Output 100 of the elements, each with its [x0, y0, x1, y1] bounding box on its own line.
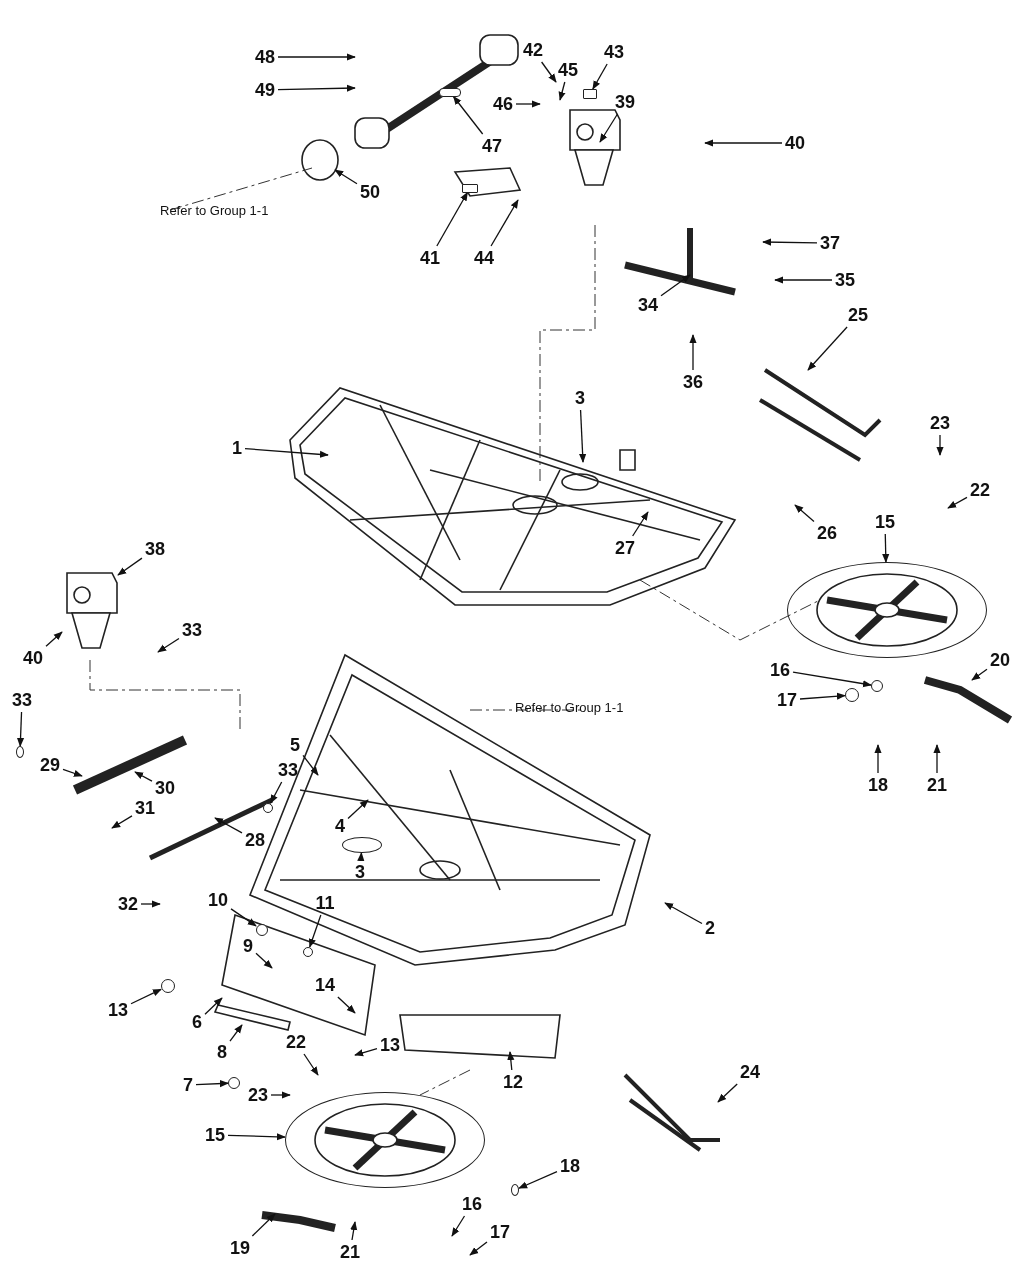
callout-number: 4 [334, 816, 346, 836]
leader-line [704, 139, 783, 147]
leader-line [270, 1091, 291, 1099]
callout-number: 8 [216, 1042, 228, 1062]
callout-number: 17 [489, 1222, 511, 1242]
callout-number: 31 [134, 798, 156, 818]
callout-number: 15 [874, 512, 896, 532]
callout-number: 49 [254, 80, 276, 100]
leader-line [134, 771, 153, 782]
leader-line [579, 409, 587, 463]
callout-number: 48 [254, 47, 276, 67]
callout-number: 35 [834, 270, 856, 290]
shaft-tube [439, 87, 461, 97]
bracket-part [583, 89, 597, 99]
callout-number: 19 [229, 1238, 251, 1258]
leader-line [227, 1133, 286, 1141]
leader-line [518, 1171, 558, 1189]
callout-number: 13 [107, 1000, 129, 1020]
callout-number: 6 [191, 1012, 203, 1032]
callout-number: 27 [614, 538, 636, 558]
leader-line [214, 817, 243, 834]
leader-line [334, 169, 358, 185]
callout-number: 29 [39, 755, 61, 775]
leader-line [277, 53, 356, 61]
callout-number: 21 [926, 775, 948, 795]
leader-line [303, 1053, 319, 1076]
leader-line [660, 274, 691, 297]
bolt-head [161, 979, 175, 993]
reference-note: Refer to Group 1-1 [515, 700, 624, 715]
callout-number: 28 [244, 830, 266, 850]
callout-number: 33 [11, 690, 33, 710]
reference-note: Refer to Group 1-1 [160, 203, 269, 218]
leader-line [357, 852, 365, 862]
leader-line [451, 1215, 466, 1237]
leader-line [874, 744, 882, 774]
callout-number: 34 [637, 295, 659, 315]
callout-number: 46 [492, 94, 514, 114]
leader-line [62, 768, 83, 777]
callout-number: 45 [557, 60, 579, 80]
leader-line [337, 996, 356, 1014]
leader-line [762, 238, 818, 246]
leader-line [350, 1221, 358, 1241]
callout-number: 38 [144, 539, 166, 559]
leader-line [799, 692, 846, 700]
callout-number: 16 [461, 1194, 483, 1214]
callout-number: 14 [314, 975, 336, 995]
leader-line [794, 504, 815, 523]
callout-number: 16 [769, 660, 791, 680]
leader-line [774, 276, 833, 284]
callout-number: 50 [359, 182, 381, 202]
leader-line [277, 84, 356, 92]
leader-line [204, 997, 223, 1015]
callout-number: 20 [989, 650, 1011, 670]
callout-number: 25 [847, 305, 869, 325]
callout-number: 33 [181, 620, 203, 640]
leader-line [45, 631, 63, 647]
nut-part [871, 680, 883, 692]
leader-line [244, 447, 329, 458]
callout-number: 44 [473, 248, 495, 268]
callout-number: 10 [207, 890, 229, 910]
callout-number: 18 [559, 1156, 581, 1176]
leader-line [947, 496, 968, 509]
leader-line [251, 1213, 276, 1237]
leader-line [807, 326, 848, 371]
callout-number: 17 [776, 690, 798, 710]
leader-line [558, 81, 566, 101]
shield-part [462, 183, 478, 193]
leader-line [933, 744, 941, 774]
leader-line [140, 900, 161, 908]
callout-number: 22 [969, 480, 991, 500]
callout-number: 41 [419, 248, 441, 268]
leader-line [882, 533, 890, 563]
leader-line [592, 63, 608, 90]
leader-line [309, 914, 322, 948]
callout-number: 26 [816, 523, 838, 543]
leader-line [436, 191, 469, 247]
callout-number: 11 [314, 893, 336, 913]
leader-line [130, 988, 162, 1005]
callout-number: 5 [289, 735, 301, 755]
callout-number: 2 [704, 918, 716, 938]
callout-number: 37 [819, 233, 841, 253]
pin-part [16, 746, 24, 758]
leader-line [792, 671, 872, 688]
callout-number: 43 [603, 42, 625, 62]
callout-number: 39 [614, 92, 636, 112]
leader-line [157, 637, 180, 653]
callout-number: 3 [574, 388, 586, 408]
leader-line [490, 199, 519, 247]
callout-number: 30 [154, 778, 176, 798]
nut-part [845, 688, 859, 702]
leader-line [452, 95, 484, 135]
callout-number: 22 [285, 1032, 307, 1052]
callout-number: 7 [182, 1075, 194, 1095]
callout-number: 1 [231, 438, 243, 458]
leader-line [255, 952, 273, 969]
callout-number: 18 [867, 775, 889, 795]
leader-line [936, 434, 944, 456]
leader-line [541, 61, 557, 83]
leader-line [111, 815, 133, 829]
callout-number: 36 [682, 372, 704, 392]
